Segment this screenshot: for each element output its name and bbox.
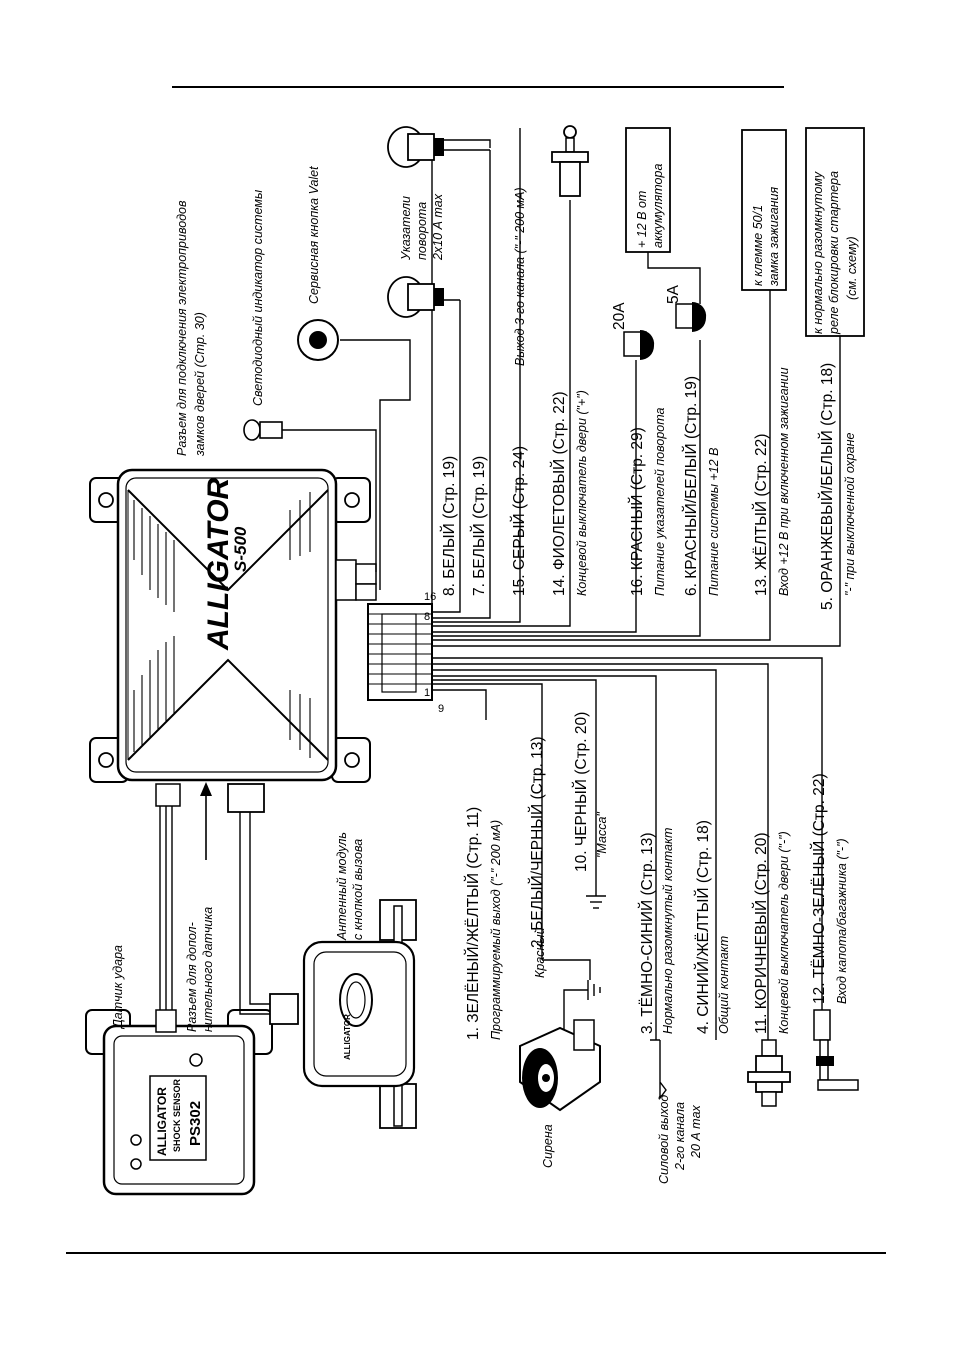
wire-7-label: 7. БЕЛЫЙ (Стр. 19) bbox=[470, 456, 488, 596]
fuse-20a-label: 20А bbox=[611, 302, 628, 330]
wire-4-label: 4. СИНИЙ/ЖЁЛТЫЙ (Стр. 18) bbox=[694, 820, 712, 1034]
main-connector: 16 8 1 9 bbox=[367, 591, 444, 715]
side-connectors bbox=[335, 559, 377, 601]
shock-sensor-model: PS302 bbox=[187, 1101, 204, 1146]
wire-13-note: Вход +12 В при включенном зажигании bbox=[777, 367, 791, 596]
led-indicator bbox=[243, 419, 283, 441]
pin-16-label: 16 bbox=[424, 591, 436, 603]
wire-10-note: "Масса" bbox=[595, 812, 609, 858]
wire-10-label: 10. ЧЕРНЫЙ (Стр. 20) bbox=[572, 712, 590, 872]
wire-13-label: 13. ЖЁЛТЫЙ (Стр. 22) bbox=[752, 434, 770, 596]
ignition-box bbox=[741, 129, 787, 291]
fuse-5a bbox=[675, 301, 707, 332]
antenna-cable bbox=[227, 783, 299, 1025]
turn-signals-caption-1: Указатели bbox=[399, 196, 413, 261]
door-locks-caption-2: замков дверей (Стр. 30) bbox=[193, 312, 207, 457]
antenna-caption-2: с кнопкой вызова bbox=[351, 839, 365, 940]
wire-11-label: 11. КОРИЧНЕВЫЙ (Стр. 20) bbox=[752, 832, 770, 1034]
battery-caption-2: аккумулятора bbox=[651, 164, 665, 248]
fuse-5a-label: 5А bbox=[665, 284, 682, 304]
wire-4-note: Общий контакт bbox=[717, 936, 731, 1034]
pin-1-label: 1 bbox=[424, 687, 430, 699]
wire-12-note: Вход капота/багажника ("-") bbox=[835, 838, 849, 1004]
antenna-caption-1: Антенный модуль bbox=[335, 832, 349, 941]
led-caption: Светодиодный индикатор системы bbox=[251, 190, 265, 406]
turn-signal-bulb-1 bbox=[387, 276, 444, 318]
shock-sensor-subtitle: SHOCK SENSOR bbox=[172, 1078, 182, 1152]
starter-caption-1: к нормально разомкнутому bbox=[811, 171, 825, 334]
model-label: S-500 bbox=[231, 526, 250, 572]
door-switch-minus bbox=[747, 1039, 791, 1107]
wire-15-label: 15. СЕРЫЙ (Стр. 24) bbox=[510, 446, 528, 596]
wire-16-note: Питание указателей поворота bbox=[653, 407, 667, 596]
battery-box bbox=[625, 127, 671, 253]
door-locks-caption-1: Разъем для подключения электроприводов bbox=[175, 200, 189, 456]
shock-sensor-cable bbox=[155, 783, 181, 1033]
wire-12-label: 12. ТЁМНО-ЗЕЛЁНЫЙ (Стр. 22) bbox=[810, 773, 828, 1004]
brand-logo: ALLIGATOR bbox=[202, 477, 235, 651]
wire-2-label: 2. БЕЛЫЙ/ЧЕРНЫЙ (Стр. 13) bbox=[528, 736, 546, 948]
power-output-caption-3: 20 А max bbox=[689, 1104, 703, 1159]
starter-box bbox=[805, 127, 865, 337]
aux-sensor-caption-2: нительного датчика bbox=[201, 907, 215, 1032]
wire-8-label: 8. БЕЛЫЙ (Стр. 19) bbox=[440, 456, 458, 596]
siren bbox=[519, 1019, 601, 1112]
wire-5-label: 5. ОРАНЖЕВЫЙ/БЕЛЫЙ (Стр. 18) bbox=[818, 363, 836, 610]
wire-1-note: Программируемый выход ("-" 200 мА) bbox=[489, 820, 503, 1040]
control-unit: ALLIGATOR S-500 bbox=[89, 468, 371, 783]
valet-button bbox=[297, 319, 339, 361]
antenna-module: ALLIGATOR bbox=[302, 899, 417, 1129]
wire-3-note: Нормально разомкнутый контакт bbox=[661, 828, 675, 1034]
lower-wires bbox=[432, 657, 823, 1040]
aux-sensor-caption-1: Разъем для допол- bbox=[185, 922, 199, 1032]
turn-signals-caption-2: поворота bbox=[415, 202, 429, 260]
hood-switch bbox=[813, 1009, 859, 1091]
aux-sensor-arrow bbox=[200, 782, 212, 860]
turn-signals-caption-3: 2x10 А max bbox=[431, 193, 445, 261]
wire-labels-upper: 8. БЕЛЫЙ (Стр. 19) 7. БЕЛЫЙ (Стр. 19) 15… bbox=[440, 187, 857, 610]
power-output-caption-2: 2-го канала bbox=[673, 1102, 687, 1171]
starter-caption-2: реле блокировки стартера bbox=[827, 171, 841, 335]
wire-14-note: Концевой выключатель двери ("+") bbox=[575, 390, 589, 596]
wire-14-label: 14. ФИОЛЕТОВЫЙ (Стр. 22) bbox=[550, 391, 568, 596]
ignition-caption-2: замка зажигания bbox=[767, 187, 781, 287]
wire-labels-lower: 1. ЗЕЛЁНЫЙ/ЖЁЛТЫЙ (Стр. 11) Программируе… bbox=[464, 712, 849, 1040]
wire-11-note: Концевой выключатель двери ("-") bbox=[777, 831, 791, 1034]
upper-wires bbox=[270, 128, 841, 647]
siren-caption: Сирена bbox=[541, 1124, 555, 1168]
fuse-20a bbox=[623, 329, 655, 360]
pin-8-label: 8 bbox=[424, 611, 430, 623]
wire-6-note: Питание системы +12 В bbox=[707, 448, 721, 596]
wire-3-label: 3. ТЁМНО-СИНИЙ (Стр. 13) bbox=[638, 832, 656, 1034]
pin-9-label: 9 bbox=[438, 703, 444, 715]
wire-15-note: Выход 3-го канала ("-" 200 мА) bbox=[513, 187, 527, 366]
ignition-caption-1: к клемме 50/1 bbox=[751, 205, 765, 286]
starter-caption-3: (см. схему) bbox=[845, 236, 859, 300]
turn-signal-bulb-2 bbox=[387, 126, 444, 168]
bottom-rule bbox=[66, 1252, 886, 1254]
power-output-brace bbox=[650, 1039, 667, 1101]
power-output-caption-1: Силовой выход bbox=[657, 1095, 671, 1184]
top-rule bbox=[172, 86, 784, 88]
shock-sensor: ALLIGATOR SHOCK SENSOR PS302 bbox=[85, 1009, 273, 1196]
door-switch-plus bbox=[551, 125, 589, 197]
siren-red-wire: Красный bbox=[533, 927, 547, 978]
siren-ground-symbol bbox=[563, 980, 601, 1030]
wire-16-label: 16. КРАСНЫЙ (Стр. 29) bbox=[628, 427, 646, 596]
wire-1-label: 1. ЗЕЛЁНЫЙ/ЖЁЛТЫЙ (Стр. 11) bbox=[464, 807, 482, 1040]
wire-5-note: "-" при выключенной охране bbox=[843, 432, 857, 596]
antenna-logo: ALLIGATOR bbox=[343, 1014, 352, 1060]
wire-6-label: 6. КРАСНЫЙ/БЕЛЫЙ (Стр. 19) bbox=[682, 376, 700, 596]
ground-symbol bbox=[586, 880, 606, 909]
valet-caption: Сервисная кнопка Valet bbox=[307, 166, 321, 304]
battery-caption-1: + 12 В от bbox=[635, 191, 649, 248]
component-captions: Датчик удара Разъем для допол- нительног… bbox=[111, 164, 859, 1184]
shock-sensor-brand: ALLIGATOR bbox=[155, 1087, 169, 1156]
shock-sensor-caption: Датчик удара bbox=[111, 945, 125, 1030]
